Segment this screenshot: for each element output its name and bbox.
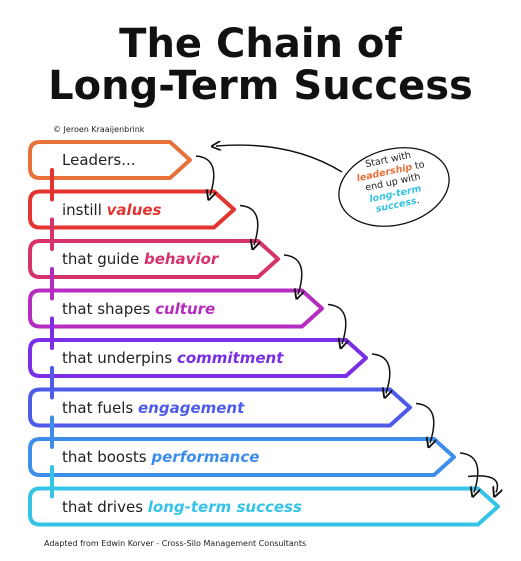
flow-arrow-1 [195,155,214,196]
step-keyword-culture: culture [155,299,216,318]
step-keyword-values: values [106,200,162,219]
callout-bubble [338,147,450,227]
flow-arrow-7 [459,452,478,493]
chain-step-6-shape [28,387,412,428]
copyright-credit: © Jeroen Kraaijenbrink [53,125,145,134]
step-keyword-engagement: engagement [138,398,245,417]
step-prefix: that underpins [62,349,177,367]
page-title-line-2: Long-Term Success [48,63,473,109]
chain-step-4-shape [28,288,324,329]
flow-arrow-3 [283,254,302,295]
step-keyword-commitment: commitment [176,349,284,367]
chain-step-3-label: that guide behavior [62,250,218,268]
flow-arrow-2 [239,204,258,246]
flow-arrow-4 [327,303,346,345]
step-prefix: that shapes [62,299,156,318]
step-prefix: that boosts [62,448,152,466]
step-prefix: that fuels [62,398,138,417]
step-prefix: Leaders... [62,151,136,169]
flow-arrow-5 [371,353,390,394]
step-prefix: instill [62,200,107,219]
callout-tail: . [415,195,421,207]
chain-step-7-shape [28,437,456,477]
step-keyword-long-term-success: long-term success [147,497,302,516]
chain-step-1-label: Leaders... [62,151,136,169]
chain-step-2-shape [28,189,236,230]
chain-step-8-shape [28,486,500,527]
step-prefix: that guide [62,250,144,268]
page-title-line-1: The Chain of [119,21,402,67]
callout-pointer-arrow [216,145,343,173]
chain-step-2-label: instill values [62,201,161,219]
chain-step-5-shape [28,338,368,378]
chain-step-5-label: that underpins commitment [62,349,283,367]
chain-step-7-label: that boosts performance [62,448,259,466]
chain-step-4-label: that shapes culture [62,300,215,318]
chain-step-6-label: that fuels engagement [62,399,244,417]
step-keyword-performance: performance [151,448,260,466]
footer-credit: Adapted from Edwin Korver - Cross-Silo M… [44,539,307,548]
step-keyword-behavior: behavior [143,250,219,268]
step-prefix: that drives [62,497,148,516]
callout-line-2: to [413,158,426,172]
flow-arrow-final [467,475,497,493]
chain-step-8-label: that drives long-term success [62,498,302,516]
flow-arrow-6 [415,402,434,444]
chain-step-3-shape [28,239,280,279]
chain-step-1-shape [28,140,192,180]
